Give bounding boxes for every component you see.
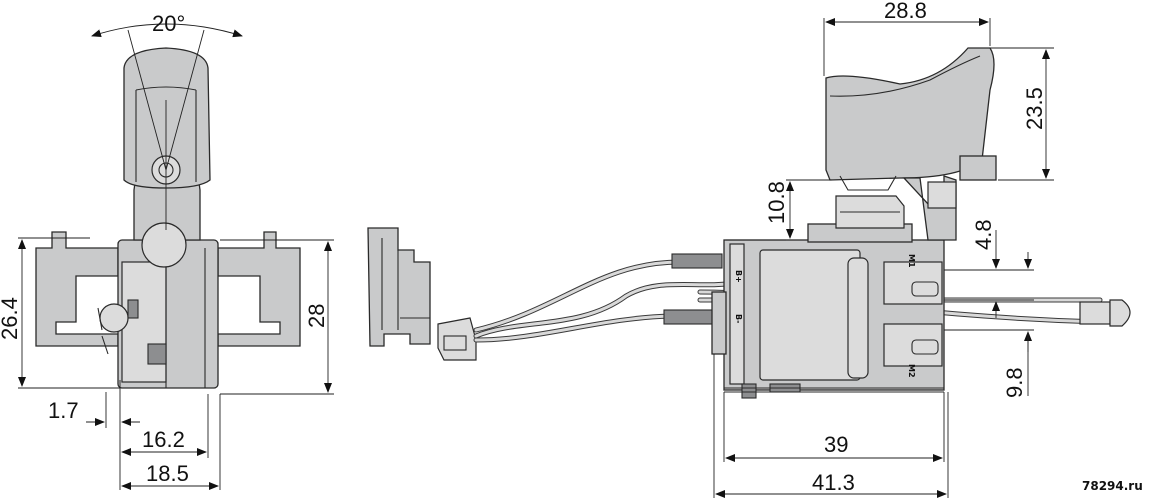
dim-body-length: 39 (824, 432, 848, 457)
label-b-plus: B+ (734, 270, 743, 283)
label-m1: M1 (907, 254, 916, 268)
label-m2: M2 (907, 364, 916, 378)
dim-trigger-gap: 10.8 (764, 181, 789, 224)
dim-trigger-width: 28.8 (884, 0, 927, 23)
dim-trigger-height: 23.5 (1022, 87, 1047, 130)
wire-sleeve-bottom (663, 309, 715, 325)
dim-body-length-total: 41.3 (812, 470, 855, 495)
trigger-paddle (825, 47, 995, 181)
dim-offset: 1.7 (48, 398, 79, 423)
terminal-m2 (883, 323, 943, 367)
wire-sleeve-top (671, 253, 723, 269)
dim-width-outer: 18.5 (146, 461, 189, 486)
dim-terminal-top: 4.8 (971, 219, 996, 250)
dim-terminal-pitch: 9.8 (1002, 367, 1027, 398)
slider-slot (847, 257, 869, 379)
dim-width-inner: 16.2 (142, 427, 185, 452)
connector-plug (367, 227, 431, 347)
left-flange (35, 231, 119, 347)
angle-label: 20° (152, 11, 185, 36)
watermark: 78294.ru (1082, 479, 1143, 493)
pivot-knob (99, 303, 129, 333)
trigger-cap (123, 47, 211, 189)
dim-height-total: 26.4 (0, 297, 22, 340)
front-view: 20° 26.4 28 1.7 16.2 18.5 (0, 11, 334, 490)
label-b-minus: B- (734, 314, 743, 323)
dim-height-body: 28 (304, 304, 329, 328)
lock-button (959, 155, 997, 181)
side-view: M1 M2 B+ B- 28.8 23.5 10.8 4.8 (367, 0, 1131, 498)
led (1109, 299, 1131, 327)
right-flange (217, 231, 301, 347)
